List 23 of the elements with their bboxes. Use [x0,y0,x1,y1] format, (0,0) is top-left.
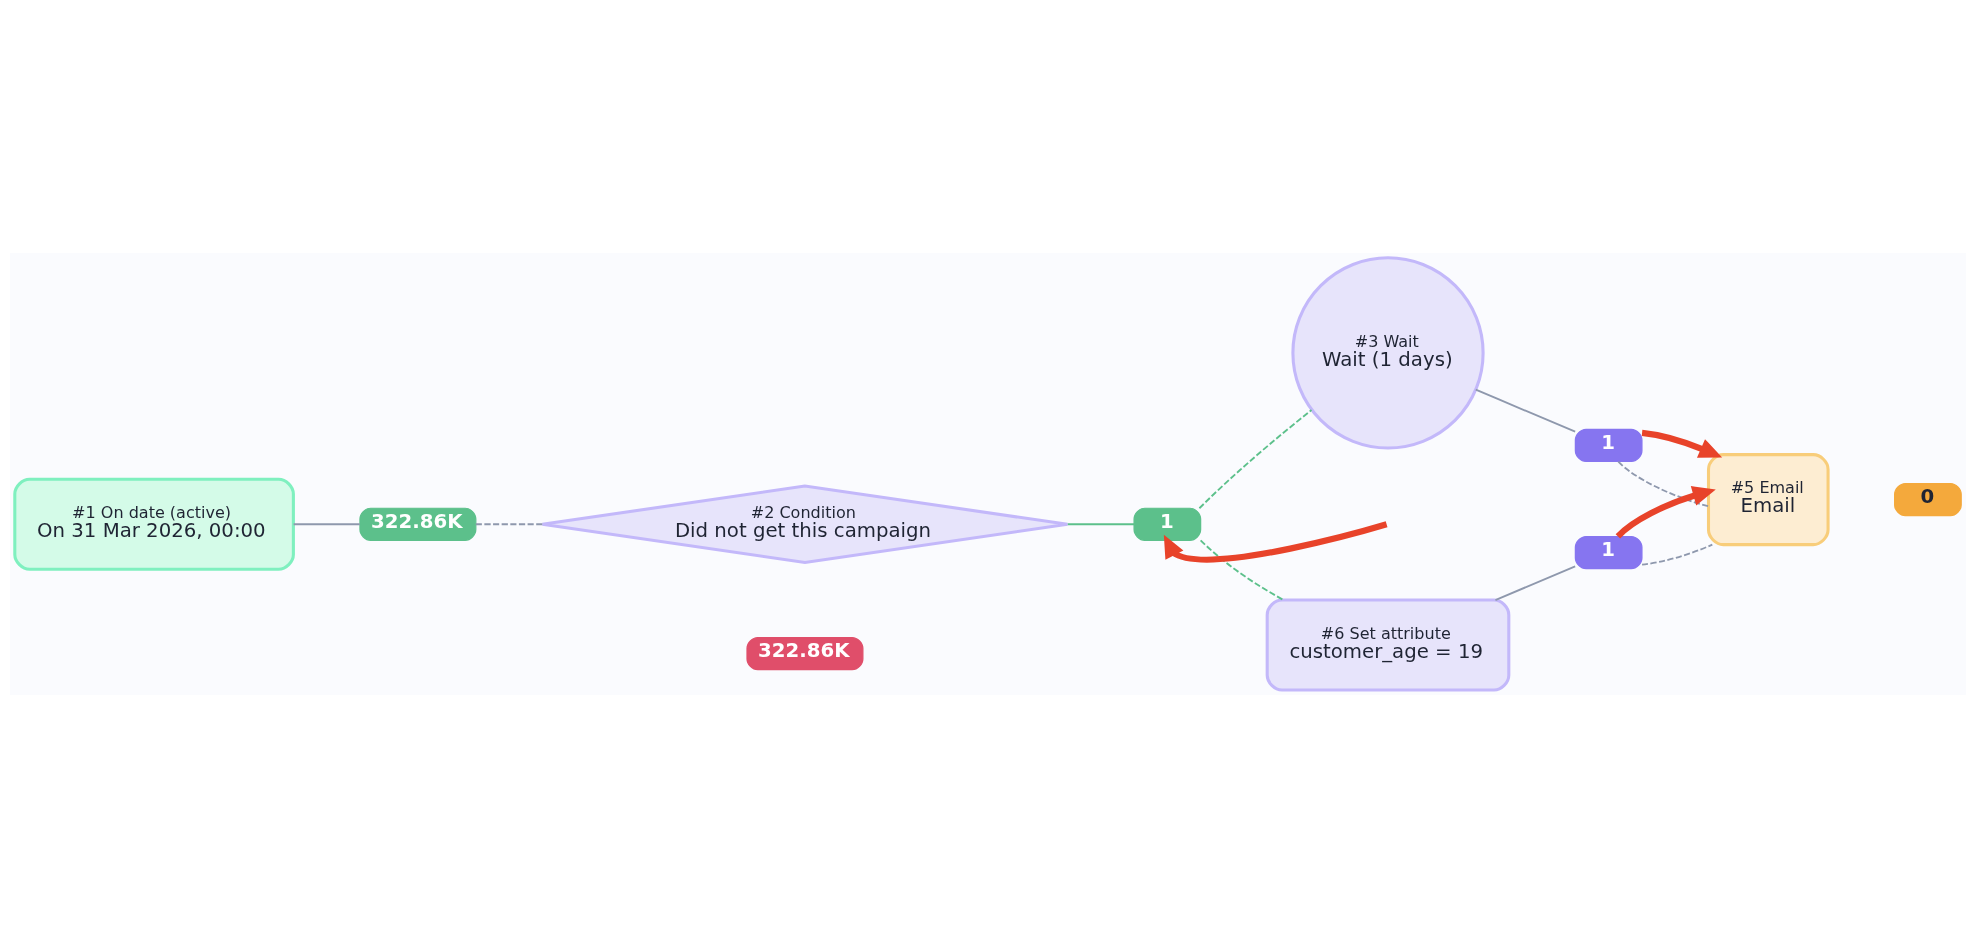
arrow [1163,521,1388,563]
connector [1617,460,1710,508]
node-box: #5 Email Email [1706,453,1830,547]
node-box: 0 [1894,483,1962,517]
connector [1198,409,1313,510]
connector [1641,543,1714,566]
node-box: 1 [1574,536,1643,570]
node-box: #6 Set attribute customer_age = 19 [1265,598,1511,692]
node-box: #1 On date (active) On 31 Mar 2026, 00:00 [13,477,295,571]
connector [474,523,544,526]
node-box: 1 [1574,428,1643,463]
node-diamond: #2 Condition Did not get this campaign [540,484,1070,565]
node-circle: #3 Wait Wait (1 days) [1291,256,1485,450]
connector [1066,523,1135,526]
arrow [1641,429,1723,458]
node-box: 1 [1133,507,1202,541]
node-box: 322.86K [359,507,477,541]
connector [1494,565,1577,601]
connector [292,523,361,526]
arrow [1615,486,1716,539]
connector [1474,388,1577,433]
node-box: 322.86K [746,637,864,671]
connector [1199,539,1285,601]
